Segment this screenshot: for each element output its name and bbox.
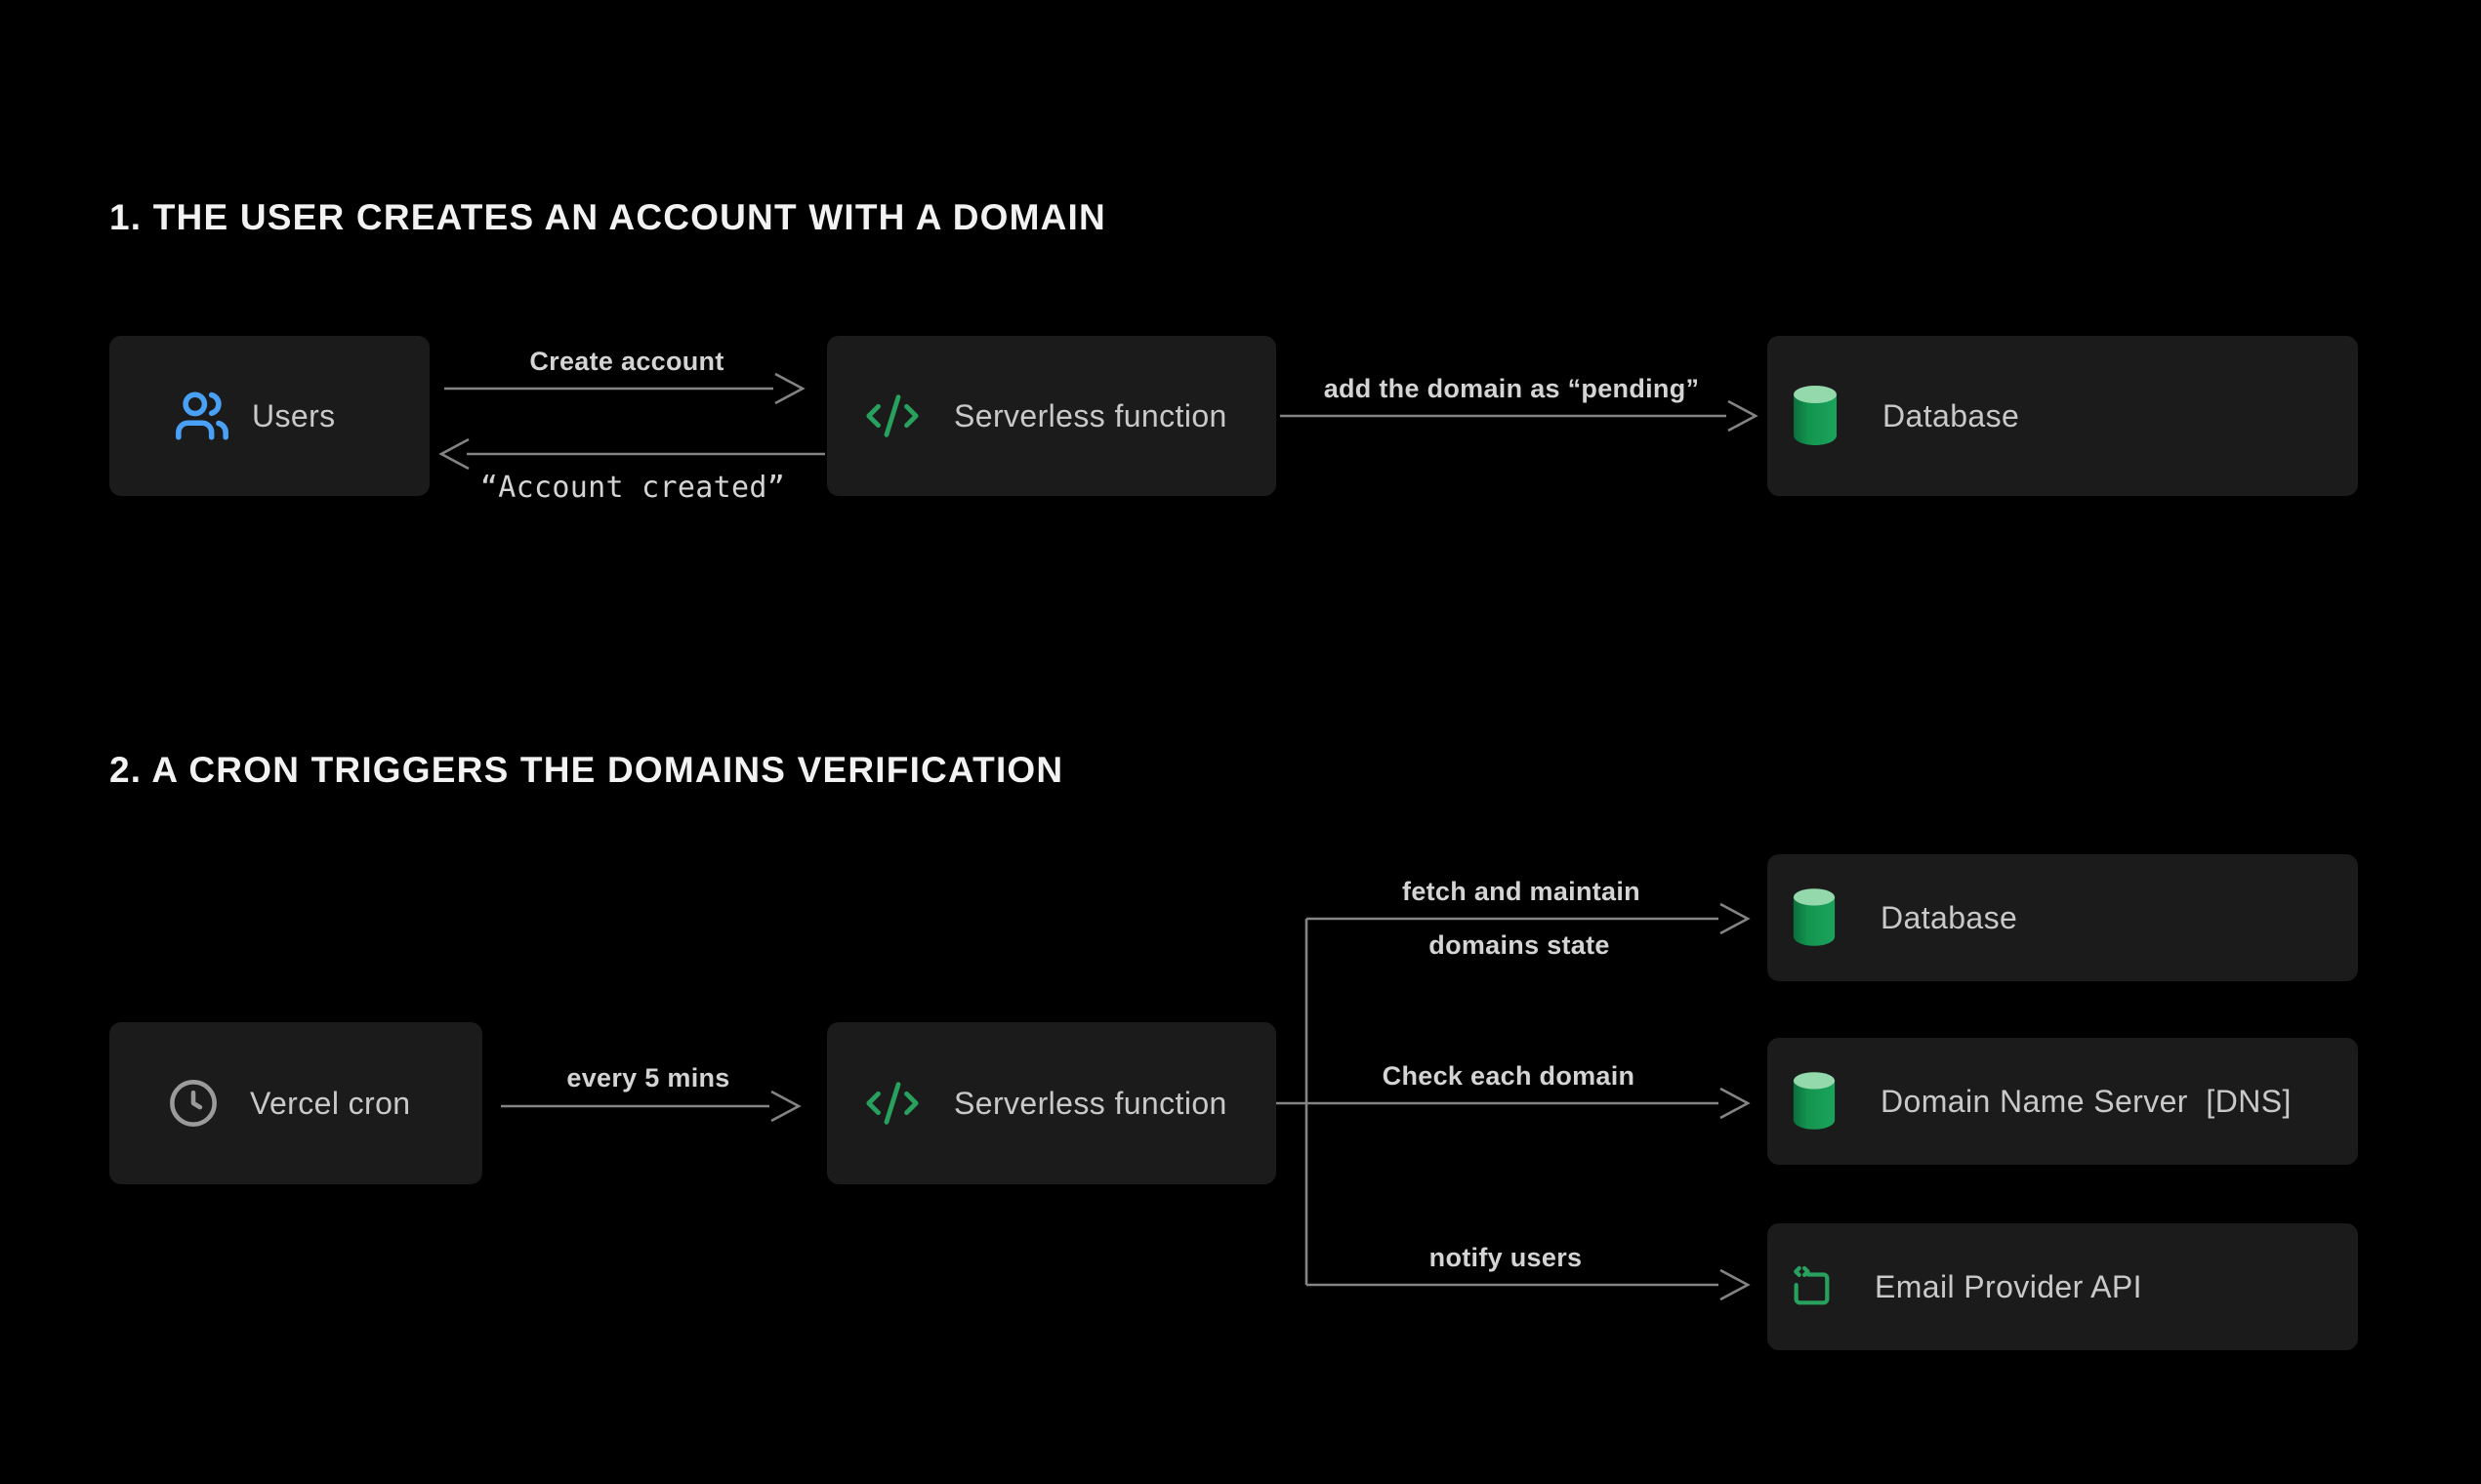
database-icon (1791, 385, 1840, 447)
edge-label-notify-users: notify users (1428, 1243, 1583, 1272)
arrow-fetch-maintain (1306, 902, 1751, 935)
node-domain-name-server: Domain Name Server [DNS] (1767, 1038, 2358, 1165)
edge-label-add-domain-pending: add the domain as “pending” (1323, 374, 1700, 403)
node-label-users: Users (252, 397, 336, 433)
section-1-title: 1. THE USER CREATES AN ACCOUNT WITH A DO… (109, 197, 1106, 237)
node-users: Users (109, 336, 430, 496)
node-label-email-provider-api: Email Provider API (1875, 1268, 2142, 1304)
arrow-notify-users (1306, 1268, 1751, 1301)
node-label-database: Database (1881, 899, 2018, 935)
node-serverless-function-1: Serverless function (827, 336, 1276, 496)
node-vercel-cron: Vercel cron (109, 1022, 482, 1184)
edge-label-account-created: “Account created” (479, 471, 786, 505)
section-2-title: 2. A CRON TRIGGERS THE DOMAINS VERIFICAT… (109, 750, 1064, 790)
node-email-provider-api: Email Provider API (1767, 1223, 2358, 1350)
users-icon (174, 388, 230, 444)
edge-label-every-5-mins: every 5 mins (566, 1063, 730, 1092)
edge-label-fetch-maintain-line1: fetch and maintain (1402, 877, 1640, 906)
node-label-serverless-function: Serverless function (954, 397, 1227, 433)
node-label-vercel-cron: Vercel cron (250, 1085, 411, 1121)
edge-label-create-account: Create account (529, 347, 724, 376)
node-serverless-function-2: Serverless function (827, 1022, 1276, 1184)
node-label-serverless-function: Serverless function (954, 1085, 1227, 1121)
arrow-add-domain-pending (1280, 399, 1758, 433)
code-icon (864, 1075, 921, 1132)
edge-label-check-each-domain: Check each domain (1382, 1061, 1635, 1091)
node-label-database: Database (1882, 397, 2020, 433)
edge-label-fetch-maintain-line2: domains state (1428, 930, 1610, 960)
code-icon (864, 388, 921, 444)
node-database-2: Database (1767, 854, 2358, 981)
arrow-account-created (438, 437, 825, 471)
node-label-dns: Domain Name Server [DNS] (1881, 1083, 2292, 1119)
database-icon (1791, 1071, 1838, 1132)
clock-icon (168, 1078, 219, 1129)
api-brackets-icon (1787, 1263, 1836, 1310)
arrow-create-account (444, 372, 806, 405)
arrow-check-each-domain (1306, 1087, 1751, 1120)
arrow-every-5-mins (501, 1090, 802, 1123)
database-icon (1791, 887, 1838, 948)
node-database-1: Database (1767, 336, 2358, 496)
